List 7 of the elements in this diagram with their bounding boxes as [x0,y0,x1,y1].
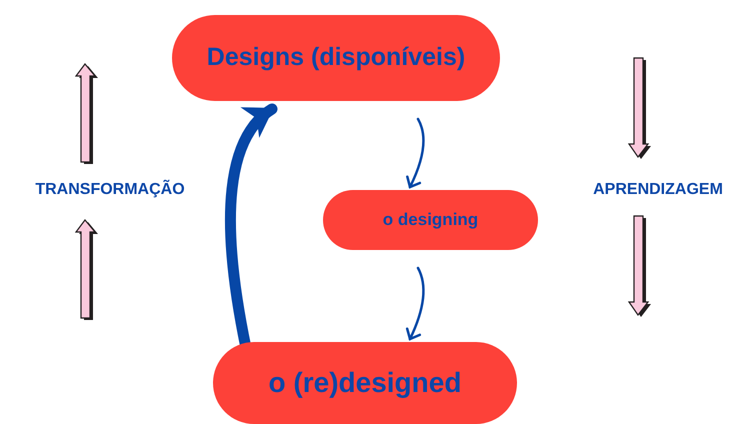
side-label: TRANSFORMAÇÃO [34,178,186,200]
node-label: o designing [382,209,478,232]
arrow [406,266,425,340]
side-label: APRENDIZAGEM [592,180,724,200]
node-label: o (re)designed [268,366,462,400]
node-label: Designs (disponíveis) [206,42,466,74]
arrow [406,118,425,188]
